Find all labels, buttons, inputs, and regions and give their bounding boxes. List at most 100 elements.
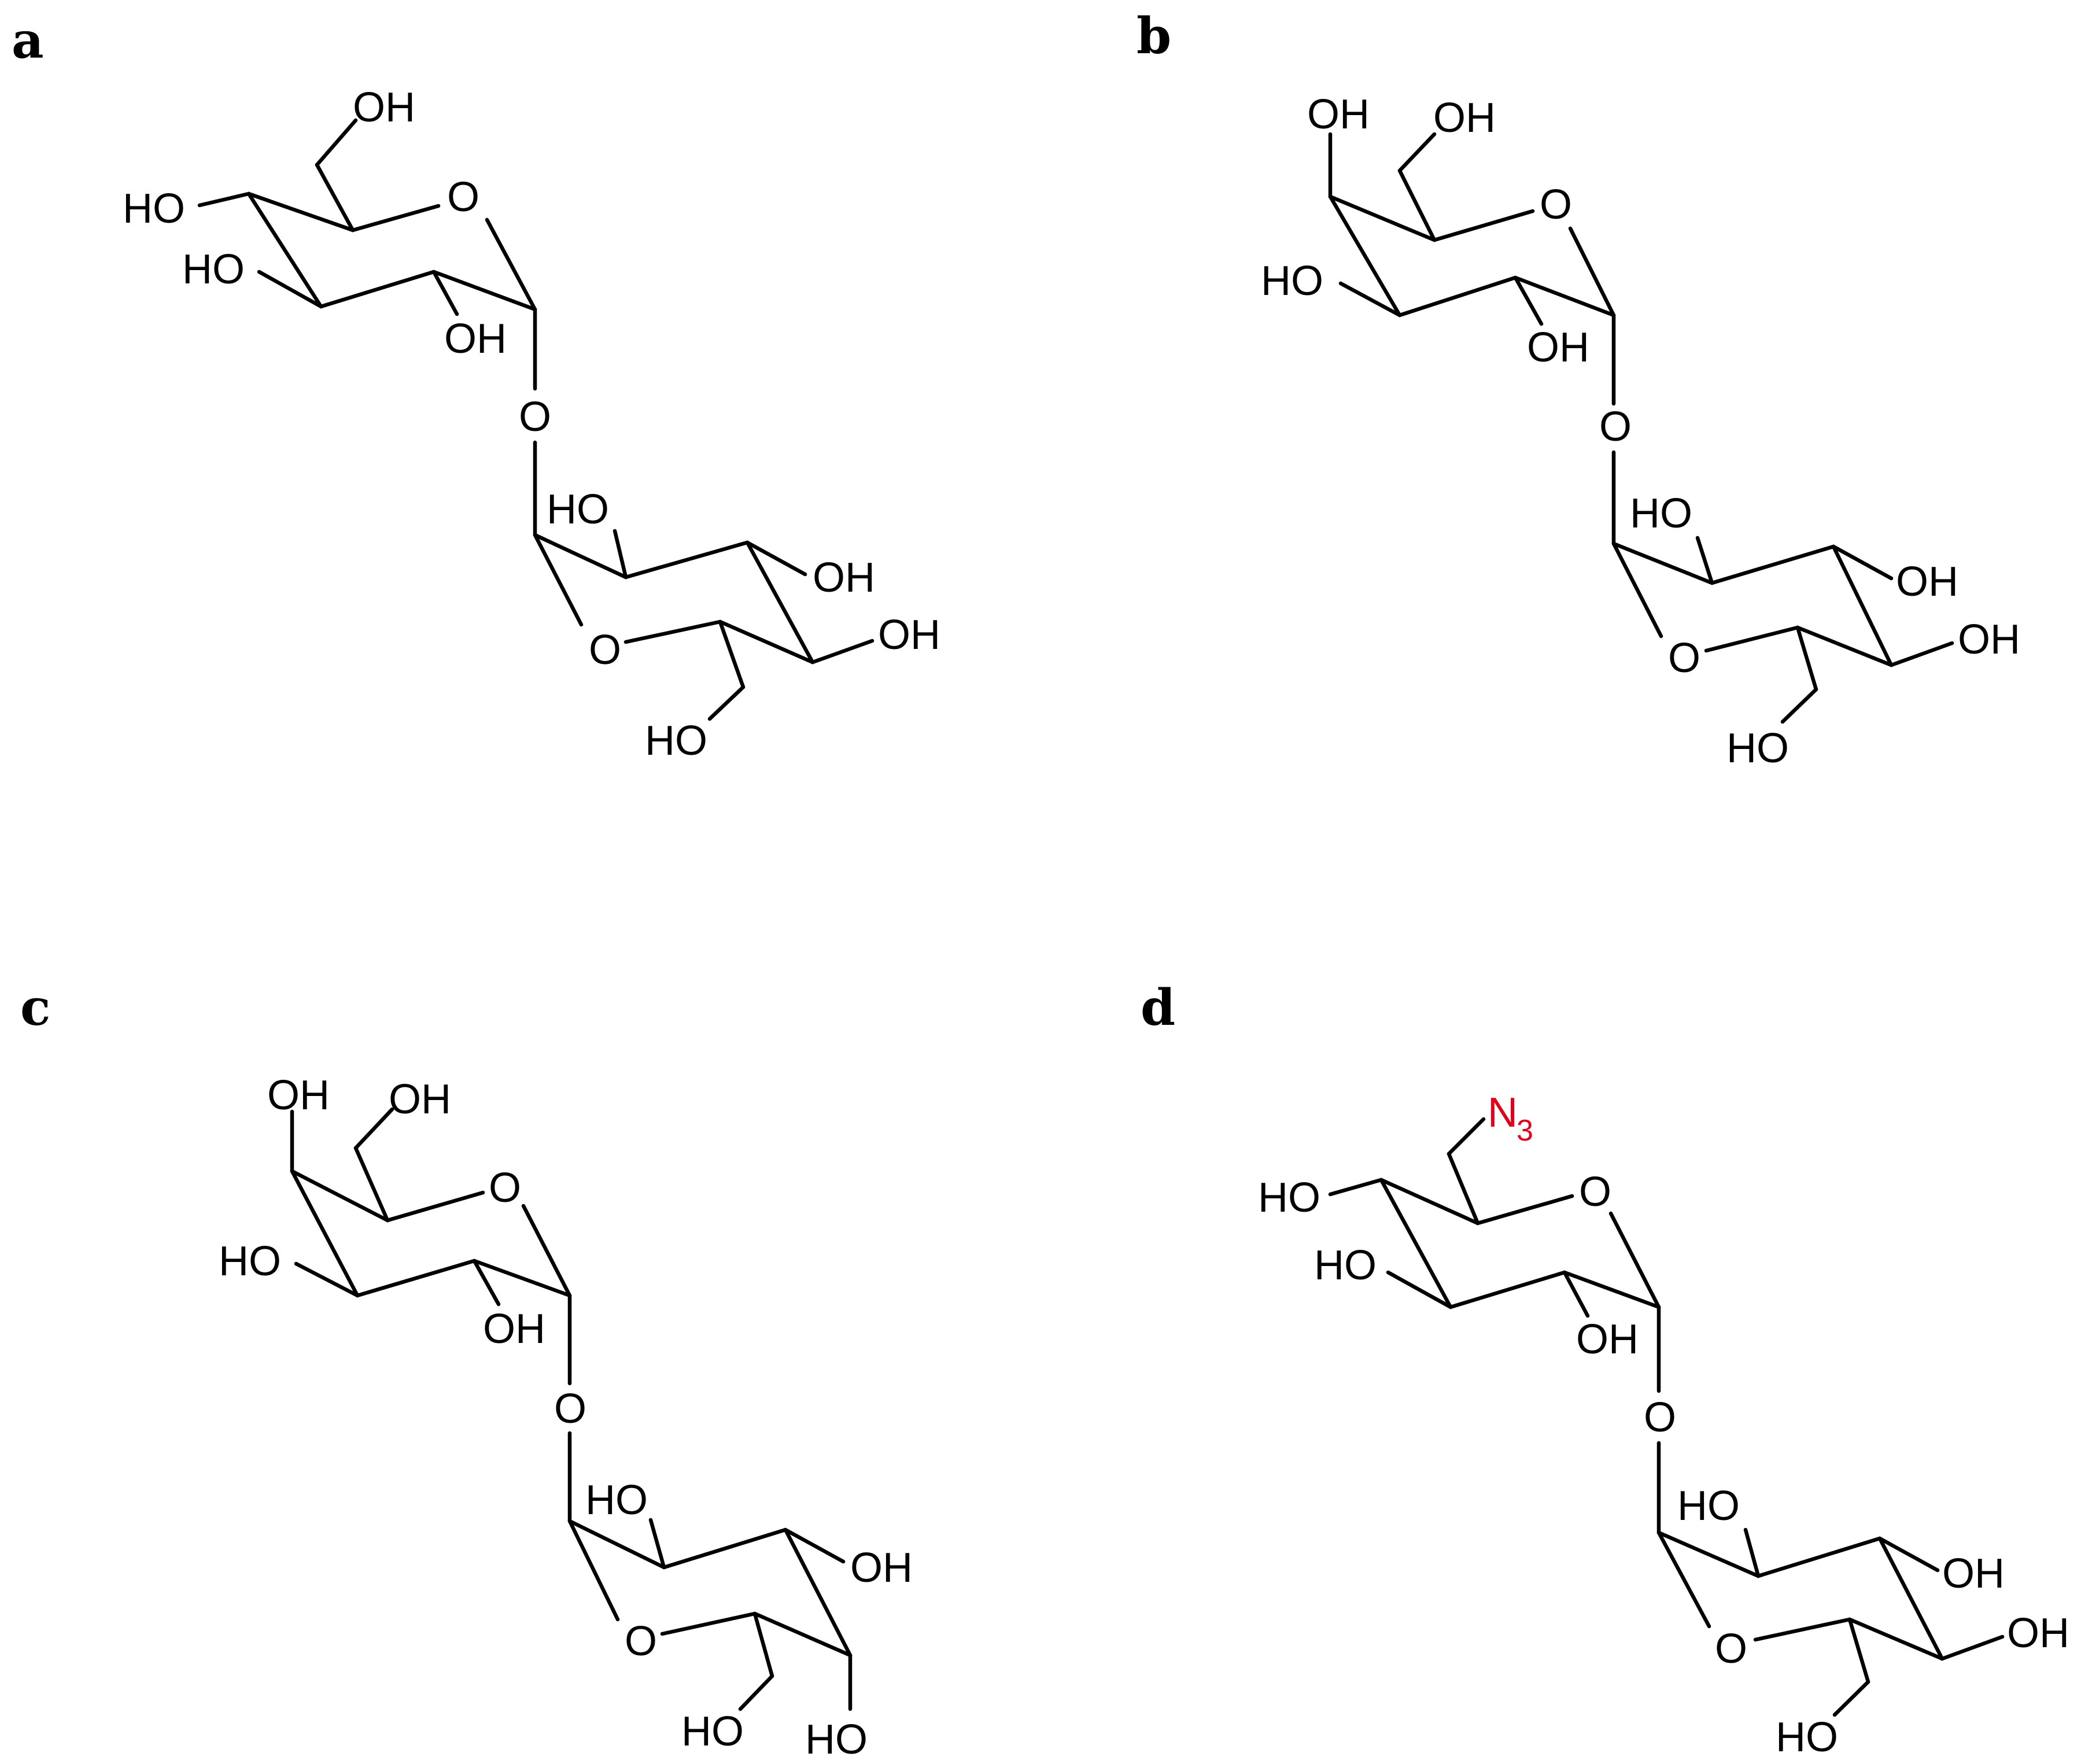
bond xyxy=(1795,625,1894,667)
atom-label: O xyxy=(1579,1169,1611,1215)
bond xyxy=(745,540,815,665)
bond xyxy=(431,270,459,316)
panel-label-c: c xyxy=(20,979,50,1037)
bond xyxy=(521,1204,572,1298)
atom-label: OH xyxy=(2007,1610,2069,1656)
atom-label: OH xyxy=(1307,91,1370,138)
atom-label: O xyxy=(589,627,621,673)
bond xyxy=(472,1259,501,1307)
bond xyxy=(752,1611,774,1678)
bond xyxy=(1328,194,1402,318)
atom-label: HO xyxy=(182,246,245,293)
atom-label: OH xyxy=(850,1545,913,1591)
bond xyxy=(745,540,807,577)
panel-c: c xyxy=(20,979,913,1763)
atom-label: HO xyxy=(1776,1714,1838,1761)
bond xyxy=(662,1527,788,1570)
azide-subscript: 3 xyxy=(1517,1114,1533,1147)
atom-label: OH xyxy=(389,1076,451,1123)
bond xyxy=(1695,536,1714,585)
atom-label: HO xyxy=(681,1708,744,1755)
atom-label: HO xyxy=(645,718,707,764)
bond xyxy=(1877,1536,1945,1661)
bond xyxy=(1832,1680,1870,1717)
bond xyxy=(355,1259,477,1298)
atom-label: HO xyxy=(1258,1175,1320,1221)
bond xyxy=(1656,1530,1761,1578)
bond xyxy=(1513,275,1616,318)
bond xyxy=(738,1674,774,1711)
molecule-d: N 3 HO HO OH O O HO OH OH O HO xyxy=(1258,1090,2069,1761)
atom-label: OH xyxy=(1958,617,2020,663)
molecule-b: OH OH HO OH O O HO OH OH O HO xyxy=(1261,91,2020,772)
bond xyxy=(567,1519,666,1570)
atom-label: OH xyxy=(267,1072,330,1119)
bond xyxy=(290,1169,360,1298)
bond xyxy=(290,1169,390,1223)
bond xyxy=(353,1146,390,1223)
bond xyxy=(1562,1270,1590,1318)
atom-label: HO xyxy=(219,1238,281,1285)
bond xyxy=(1608,1211,1661,1309)
atom-label: OH xyxy=(1527,324,1589,371)
atom-label: O xyxy=(554,1386,586,1432)
atom-label: HO xyxy=(123,186,185,232)
bond xyxy=(752,1611,853,1658)
bond xyxy=(1448,1270,1567,1309)
bond xyxy=(1338,281,1402,318)
bond xyxy=(197,191,251,208)
bond xyxy=(1847,1617,1870,1684)
bond xyxy=(1753,1617,1852,1642)
bond xyxy=(567,1519,620,1622)
bond xyxy=(1756,1536,1882,1578)
bond xyxy=(1831,544,1894,581)
atom-label: O xyxy=(447,174,479,220)
atom-label: O xyxy=(489,1165,521,1211)
bond xyxy=(1710,544,1836,585)
bond xyxy=(1611,541,1663,639)
bond xyxy=(810,639,875,665)
bond xyxy=(533,533,584,627)
bond xyxy=(648,1518,666,1570)
panel-d: d xyxy=(1141,979,2069,1761)
bond xyxy=(1877,1536,1940,1573)
molecule-c: OH OH HO OH O O HO OH HO O HO xyxy=(219,1072,913,1763)
bond xyxy=(1743,1527,1761,1578)
bond xyxy=(1611,541,1714,585)
atom-label: HO xyxy=(1630,490,1692,537)
bond xyxy=(1432,209,1535,242)
bond xyxy=(1379,1178,1453,1309)
bond xyxy=(315,118,358,167)
bond xyxy=(623,540,750,580)
bond xyxy=(718,619,746,689)
bond xyxy=(1562,1270,1661,1309)
bond xyxy=(431,270,537,312)
atom-label: OH xyxy=(353,84,415,131)
atom-label: O xyxy=(1668,635,1700,681)
bond xyxy=(533,533,628,580)
bond xyxy=(783,1527,846,1564)
bond xyxy=(1847,1617,1945,1661)
bond xyxy=(385,1190,485,1223)
bond xyxy=(350,204,441,233)
panel-a: a xyxy=(12,12,940,764)
bond xyxy=(353,1107,394,1150)
bond xyxy=(1397,132,1437,173)
atom-label: HO xyxy=(1314,1242,1377,1289)
bond xyxy=(1940,1634,2005,1661)
bond xyxy=(485,217,537,312)
atom-label: HO xyxy=(585,1477,648,1523)
bond xyxy=(623,619,722,644)
atom-label: HO xyxy=(1726,725,1789,772)
bond xyxy=(246,191,355,233)
molecule-a: OH HO HO OH O O HO OH OH O HO xyxy=(123,84,940,764)
bond xyxy=(472,1259,572,1298)
bond xyxy=(1386,1270,1453,1309)
atom-label: OH xyxy=(1942,1551,2005,1597)
bond xyxy=(1328,194,1437,242)
bond xyxy=(1656,1530,1711,1629)
bond xyxy=(1795,625,1818,692)
atom-label: OH xyxy=(444,316,507,362)
bond xyxy=(1328,1178,1383,1197)
atom-label: OH xyxy=(878,612,940,658)
